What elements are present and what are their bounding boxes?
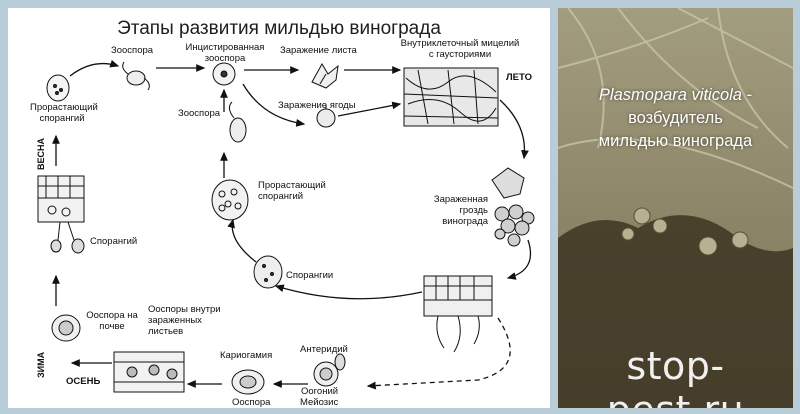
label-zoospore-mid: Зооспора xyxy=(178,108,221,119)
arrow-sporangium-to-zoospore xyxy=(69,59,120,77)
label-karyogamy: Кариогамия xyxy=(220,350,273,361)
zoospore-top xyxy=(122,61,150,91)
mycelium-image xyxy=(403,67,499,127)
arrow-mycelium-to-cluster xyxy=(499,99,529,160)
caption-dash: - xyxy=(741,86,753,104)
label-autumn: ОСЕНЬ xyxy=(66,376,101,387)
grape-cluster-image xyxy=(491,167,535,247)
life-cycle-panel: Этапы развития мильдью винограда xyxy=(8,8,550,408)
infected-tissue-image xyxy=(423,275,493,353)
watermark: stop-pest.ru xyxy=(607,344,744,408)
arrow-tissue-to-oogonium xyxy=(366,317,511,390)
oogonium-image xyxy=(313,353,346,387)
germinating-sporangium-top xyxy=(46,74,70,102)
label-mycelium: Внутриклеточный мицелий с гаусториями xyxy=(400,38,520,60)
caption-line2: возбудитель xyxy=(628,109,723,127)
arrow-cluster-to-tissue xyxy=(506,239,532,280)
label-oospore: Ооспора xyxy=(232,397,271,408)
label-winter: ЗИМА xyxy=(36,351,46,378)
oospore-soil-image xyxy=(51,314,81,342)
oospores-leaves-image xyxy=(113,351,185,393)
label-sporangium: Спорангий xyxy=(90,236,138,247)
leaf-infection-image xyxy=(311,63,339,89)
arrow-sporangia-to-germinating xyxy=(227,218,257,263)
label-infected-cluster: Зараженная гроздь винограда xyxy=(433,194,488,227)
label-germinating-sporangium-left: Прорастающий спорангий xyxy=(30,102,98,124)
label-zoospore-top: Зооспора xyxy=(111,45,154,56)
arrow-berry-to-mycelium xyxy=(337,101,402,117)
micrograph-image xyxy=(558,8,793,408)
label-oospores-leaves: Ооспоры внутри зараженных листьев xyxy=(148,304,221,337)
label-berry-infection: Заражение ягоды xyxy=(278,100,356,111)
sporangia-image xyxy=(253,255,283,289)
label-germinating-sporangium-mid: Прорастающий спорангий xyxy=(258,180,326,202)
germinating-sporangium-mid xyxy=(211,179,249,221)
label-sporangia: Спорангии xyxy=(286,270,334,281)
cycle-arrows xyxy=(52,59,532,390)
caption-line3: мильдью винограда xyxy=(598,132,753,150)
oospore-image xyxy=(231,369,265,395)
label-spring: ВЕСНА xyxy=(36,137,46,170)
label-leaf-infection: Заражение листа xyxy=(280,45,357,56)
arrow-tissue-to-sporangia xyxy=(274,284,423,300)
micrograph-panel: Plasmopara viticola - возбудитель мильдь… xyxy=(558,8,793,408)
label-summer: ЛЕТО xyxy=(506,72,532,83)
label-oogonium: Оогоний xyxy=(301,386,339,397)
label-meiosis: Мейозис xyxy=(300,397,339,408)
berry-infection-image xyxy=(316,104,336,128)
label-antheridium: Антеридий xyxy=(300,344,348,355)
diagram-title: Этапы развития мильдью винограда xyxy=(117,18,441,39)
life-cycle-drawing xyxy=(37,59,535,395)
label-oospore-soil: Ооспора на почве xyxy=(86,310,138,332)
caption-species: Plasmopara viticola xyxy=(598,86,742,104)
arrow-encysted-to-berry xyxy=(242,83,306,127)
leaf-cross-section-left xyxy=(37,175,85,254)
label-encysted-zoospore: Инцистированная зооспора xyxy=(185,42,265,64)
micrograph-caption: Plasmopara viticola - возбудитель мильдь… xyxy=(568,84,783,153)
zoospore-mid xyxy=(228,101,247,143)
encysted-zoospore xyxy=(212,62,236,86)
